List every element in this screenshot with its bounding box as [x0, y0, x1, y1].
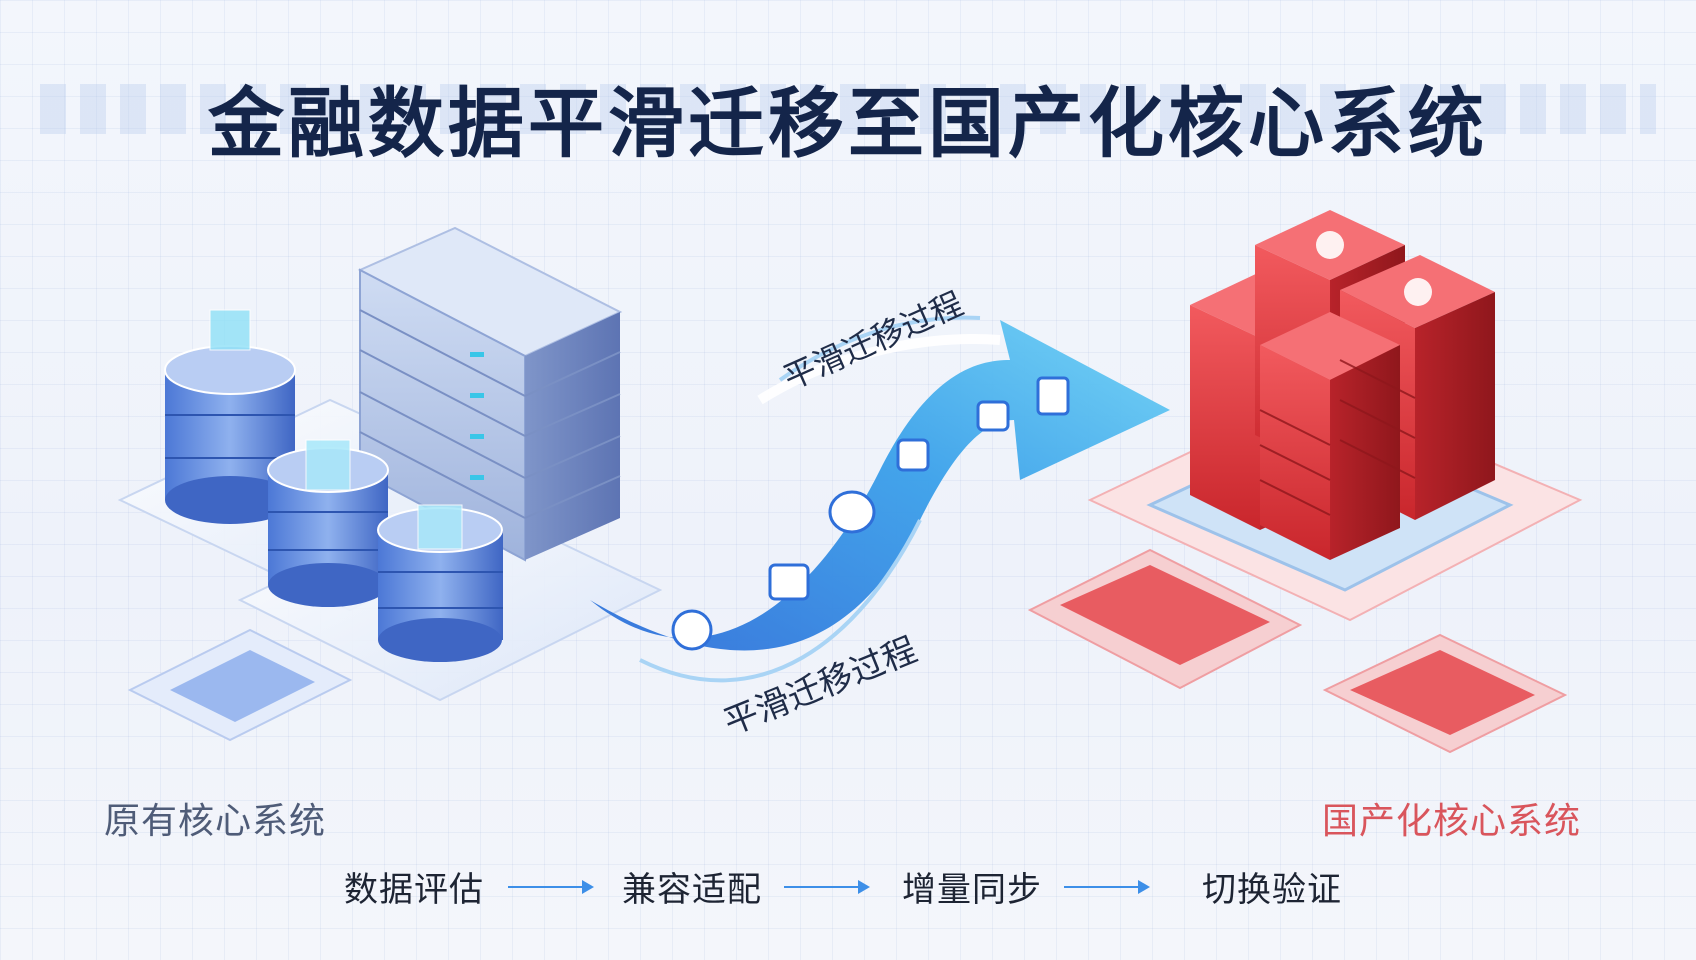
flow-icon-file	[1036, 376, 1070, 416]
title-decor-band	[40, 84, 1656, 134]
target-system-label: 国产化核心系统	[1322, 801, 1582, 842]
step-1: 数据评估	[344, 870, 484, 910]
step-3: 增量同步	[902, 870, 1042, 910]
flow-icon-database	[828, 490, 876, 534]
step-arrow-2	[784, 880, 870, 894]
page-title: 金融数据平滑迁移至国产化核心系统	[208, 79, 1488, 168]
step-4: 切换验证	[1202, 870, 1342, 910]
database-cylinder-1	[164, 309, 296, 524]
database-cylinder-3	[377, 504, 503, 662]
target-server-tower-4	[1260, 312, 1400, 560]
step-arrow-1	[508, 880, 594, 894]
source-server-rack	[357, 226, 623, 562]
target-brand-icons	[1316, 231, 1432, 306]
database-cylinder-2	[267, 439, 389, 607]
source-system-label: 原有核心系统	[104, 801, 327, 842]
flow-icon-document	[896, 438, 930, 472]
step-2: 兼容适配	[622, 870, 762, 910]
migration-steps: 数据评估 兼容适配 增量同步 切换验证	[0, 862, 1696, 912]
flow-icon-chart	[976, 400, 1010, 432]
flow-icon-server	[768, 563, 810, 601]
flow-icon-cube	[671, 609, 713, 651]
migration-flow-arrow	[590, 315, 1170, 683]
target-server-slots	[1259, 359, 1416, 516]
step-arrow-3	[1064, 880, 1150, 894]
